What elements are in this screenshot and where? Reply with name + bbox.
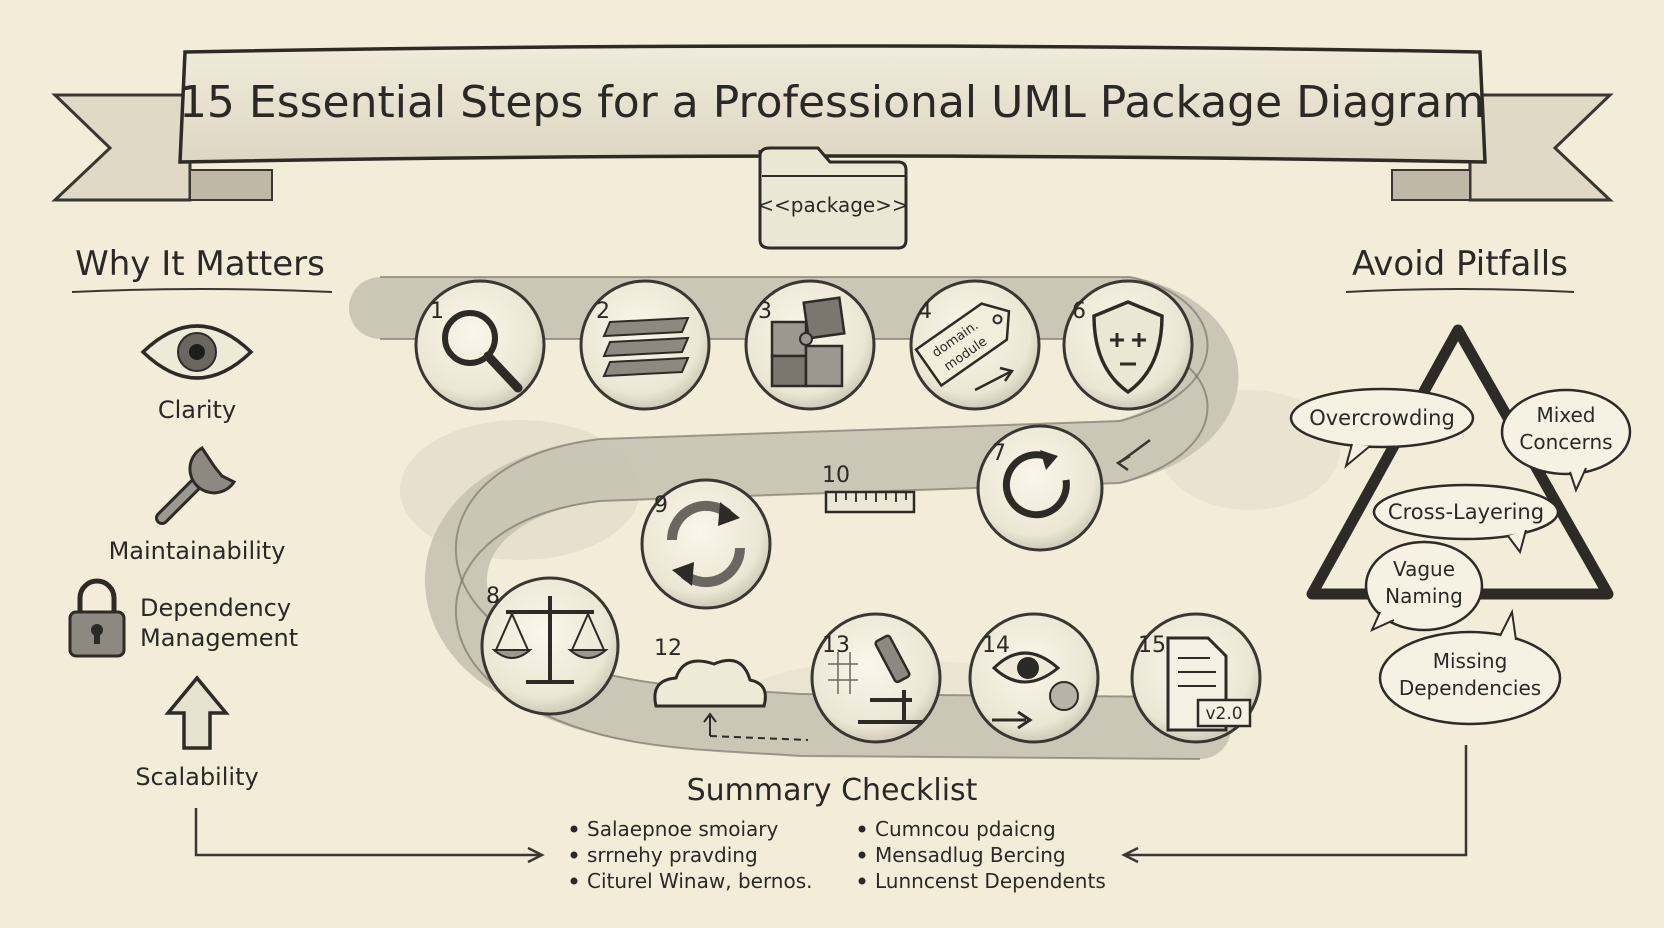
why-item-dependency: Dependency <box>140 594 291 622</box>
step-num-12: 12 <box>654 636 682 661</box>
padlock-icon <box>68 578 126 658</box>
cycle-arrows-icon <box>666 500 746 588</box>
step-num-13: 13 <box>822 633 850 658</box>
checklist-left <box>570 825 578 885</box>
ruler-icon <box>824 490 916 514</box>
layers-icon <box>602 316 690 378</box>
step-num-9: 9 <box>654 493 668 518</box>
step-num-7: 7 <box>992 441 1006 466</box>
step-num-3: 3 <box>758 299 772 324</box>
step-num-14: 14 <box>982 633 1010 658</box>
pitfall-bubble-cross-layering <box>1372 483 1560 555</box>
pitfall-vague-naming-box: Vague Naming <box>1385 557 1463 608</box>
refresh-icon <box>1002 450 1070 519</box>
pitfalls-heading: Avoid Pitfalls <box>1352 244 1568 284</box>
cloud-icon <box>653 659 767 708</box>
why-heading: Why It Matters <box>75 244 325 284</box>
checklist-right-item-3: Lunncenst Dependents <box>875 869 1106 893</box>
pitfall-missing-dependencies-box: Missing Dependencies <box>1398 649 1542 700</box>
pitfall-vague-naming: Vague Naming <box>1385 557 1463 608</box>
pitfalls-to-summary-arrow <box>1126 745 1468 857</box>
step-8 <box>480 576 620 716</box>
checklist-left-item-2: srrnehy pravding <box>587 843 758 867</box>
step-7 <box>976 424 1104 552</box>
step-4: domain. module <box>909 279 1041 411</box>
why-item-clarity: Clarity <box>158 396 236 424</box>
step-3 <box>744 279 876 411</box>
checklist-left-item-3: Citurel Winaw, bernos. <box>587 869 813 893</box>
why-item-management: Management <box>140 624 298 652</box>
pitfalls-underline <box>1345 288 1575 293</box>
package-stereotype: <<package>> <box>757 193 908 217</box>
eye-icon <box>140 324 254 380</box>
step-10 <box>824 490 916 514</box>
pitfall-missing-dependencies: Missing Dependencies <box>1398 649 1542 700</box>
step-num-8: 8 <box>486 584 500 609</box>
title-banner <box>51 44 1614 202</box>
step-num-1: 1 <box>430 299 444 324</box>
step-num-4: 4 <box>918 299 932 324</box>
checklist-right-item-1: Cumncou pdaicng <box>875 817 1056 841</box>
shield-icon <box>1092 300 1164 395</box>
step-num-6: 6 <box>1072 299 1086 324</box>
pitfall-overcrowding: Overcrowding <box>1309 406 1455 430</box>
package-folder-icon <box>758 146 908 250</box>
step-2 <box>579 279 711 411</box>
magnifier-icon <box>442 310 523 393</box>
step-num-10: 10 <box>822 463 850 488</box>
up-arrow-icon <box>164 675 230 750</box>
step-num-2: 2 <box>596 299 610 324</box>
checklist-right-item-2: Mensadlug Bercing <box>875 843 1066 867</box>
why-to-summary-arrow <box>194 808 540 857</box>
pitfall-mixed-concerns-box: Mixed Concerns <box>1519 403 1613 454</box>
step-path-road <box>349 276 1239 760</box>
pitfall-bubble-vague-naming <box>1364 540 1484 632</box>
step-9 <box>640 478 772 610</box>
eye-arrow-icon <box>991 651 1079 730</box>
why-underline <box>71 288 333 293</box>
step-6 <box>1062 279 1194 411</box>
document-icon <box>1166 636 1252 732</box>
pitfall-mixed-concerns: Mixed Concerns <box>1519 403 1613 454</box>
page-title: 15 Essential Steps for a Professional UM… <box>179 77 1485 128</box>
balance-scale-icon <box>491 596 609 684</box>
summary-heading: Summary Checklist <box>687 773 978 808</box>
why-item-maintainability: Maintainability <box>109 537 286 565</box>
puzzle-icon <box>770 296 846 388</box>
microscope-icon <box>828 634 922 724</box>
step-num-15: 15 <box>1138 633 1166 658</box>
pitfall-bubble-missing-dependencies <box>1378 608 1562 726</box>
checklist-left-item-1: Salaepnoe smoiary <box>587 817 779 841</box>
step-13 <box>810 612 942 744</box>
step-1 <box>414 279 546 411</box>
pitfall-bubble-mixed-concerns <box>1500 388 1632 493</box>
version-badge: v2.0 <box>1205 704 1242 724</box>
pitfall-bubble-overcrowding <box>1289 387 1475 469</box>
step-12 <box>653 659 809 741</box>
pitfall-cross-layering: Cross-Layering <box>1388 500 1544 524</box>
wrench-icon <box>155 445 237 525</box>
checklist-right <box>858 825 866 885</box>
step-15: v2.0 <box>1130 612 1262 744</box>
why-item-scalability: Scalability <box>135 763 258 791</box>
step-14 <box>968 612 1100 744</box>
